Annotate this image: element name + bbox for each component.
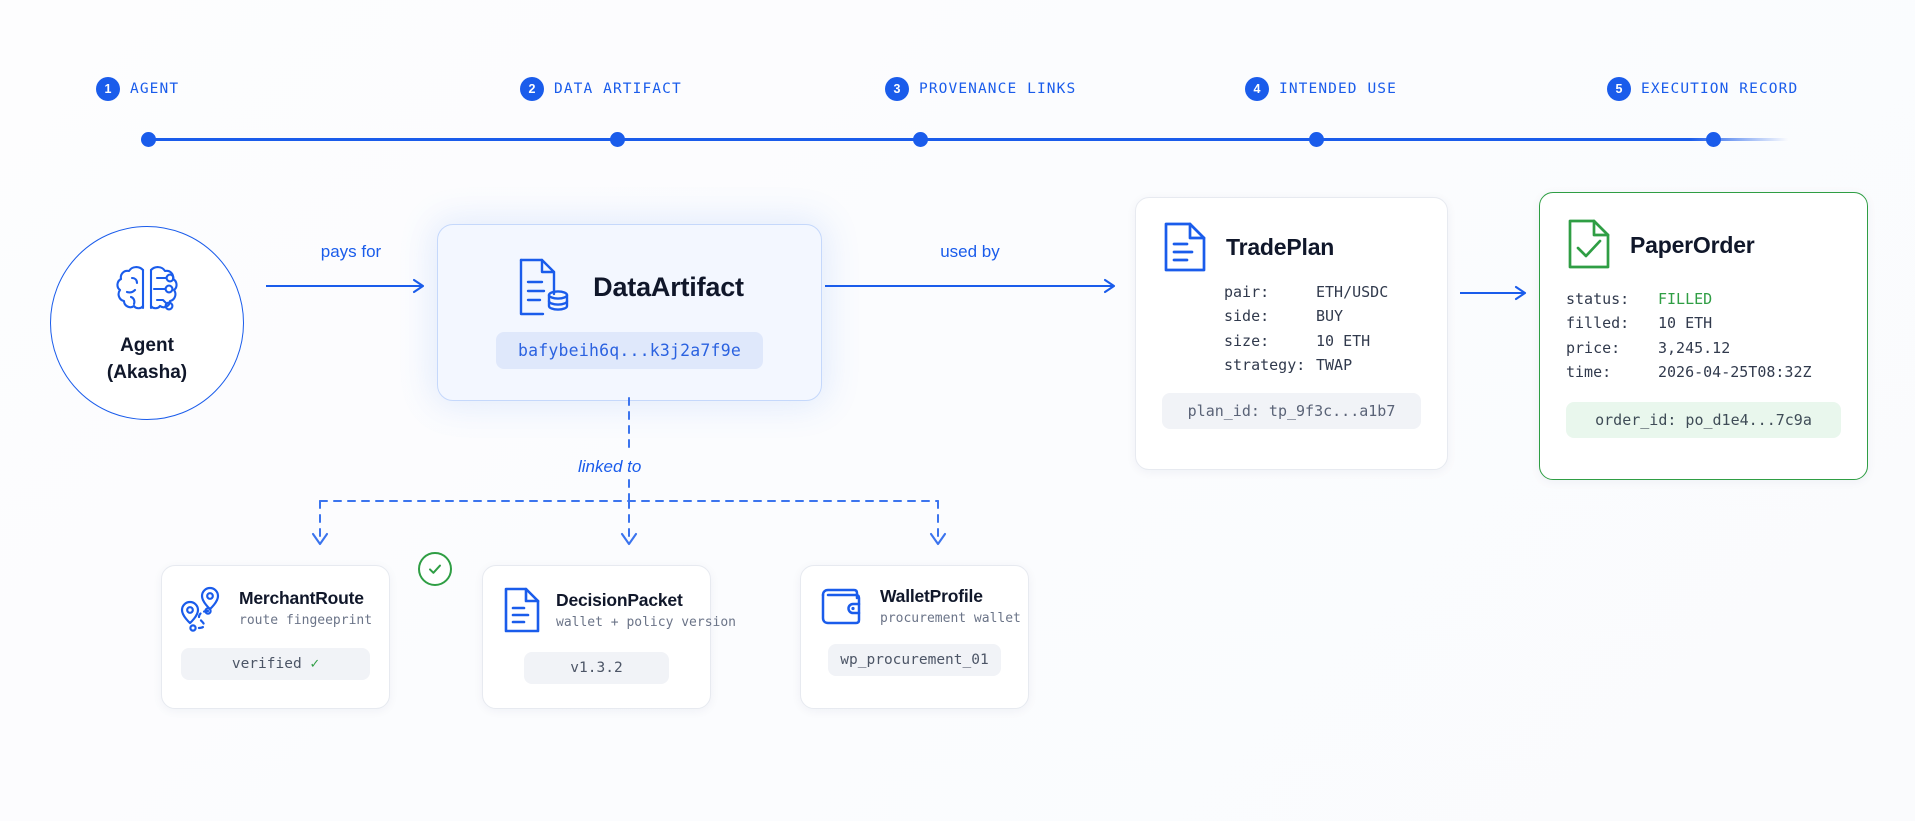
document-check-icon bbox=[1566, 217, 1612, 273]
field-key: price: bbox=[1566, 338, 1621, 357]
field-key: strategy: bbox=[1224, 355, 1306, 374]
arrow-right-icon bbox=[1460, 285, 1527, 301]
step-label-text: DATA ARTIFACT bbox=[554, 81, 682, 97]
provenance-card-title: DecisionPacket bbox=[556, 590, 683, 611]
linked-to-connectors bbox=[300, 397, 960, 553]
field-value: FILLED bbox=[1658, 290, 1713, 308]
agent-subtitle: (Akasha) bbox=[106, 362, 188, 383]
edge-label-used-by: used by bbox=[940, 242, 1000, 261]
document-lines-icon bbox=[502, 586, 542, 634]
map-route-pins-icon bbox=[180, 586, 225, 632]
field-row: size: 10 ETH bbox=[1224, 329, 1421, 353]
step-label-text: INTENDED USE bbox=[1279, 81, 1397, 97]
timeline-step-1[interactable]: 1 AGENT bbox=[96, 77, 179, 101]
provenance-card-title: WalletProfile bbox=[880, 586, 983, 607]
step-number-badge: 5 bbox=[1607, 77, 1631, 101]
field-value: 3,245.12 bbox=[1658, 338, 1731, 357]
field-value: 10 ETH bbox=[1658, 314, 1713, 333]
provenance-card-chip[interactable]: v1.3.2 bbox=[524, 652, 669, 684]
step-number-badge: 4 bbox=[1245, 77, 1269, 101]
field-value: ETH/USDC bbox=[1316, 283, 1389, 301]
check-circle-badge bbox=[418, 552, 452, 586]
chip-text: wp_procurement_01 bbox=[840, 652, 989, 668]
document-database-icon bbox=[515, 256, 571, 318]
data-artifact-cid-chip[interactable]: bafybeih6q...k3j2a7f9e bbox=[496, 332, 763, 369]
field-row: pair: ETH/USDC bbox=[1224, 280, 1421, 304]
field-key: filled: bbox=[1566, 314, 1630, 333]
field-key: time: bbox=[1566, 362, 1612, 381]
timeline-step-3[interactable]: 3 PROVENANCE LINKS bbox=[885, 77, 1076, 101]
provenance-card-merchant-route[interactable]: MerchantRoute route fingeeprint verified… bbox=[161, 565, 390, 709]
provenance-card-subtitle: route fingeeprint bbox=[239, 612, 373, 628]
field-value: BUY bbox=[1316, 307, 1344, 326]
edge-used-by: used by bbox=[825, 242, 1125, 294]
field-row: strategy: TWAP bbox=[1224, 353, 1421, 377]
field-row: status: FILLED bbox=[1566, 287, 1841, 311]
provenance-card-chip[interactable]: verified ✓ bbox=[181, 648, 370, 680]
edge-label-linked-to: linked to bbox=[578, 457, 642, 476]
timeline-dot-2[interactable] bbox=[609, 132, 625, 147]
arrow-right-icon bbox=[266, 278, 425, 294]
field-row: side: BUY bbox=[1224, 304, 1421, 328]
chip-text: verified bbox=[231, 656, 302, 672]
field-row: filled: 10 ETH bbox=[1566, 311, 1841, 335]
provenance-card-subtitle: procurement wallet bbox=[880, 610, 1021, 626]
timeline-dot-1[interactable] bbox=[140, 132, 156, 147]
data-artifact-title: DataArtifact bbox=[593, 271, 744, 302]
check-icon: ✓ bbox=[310, 656, 320, 672]
document-lines-icon bbox=[1162, 220, 1208, 274]
data-artifact-node[interactable]: DataArtifact bafybeih6q...k3j2a7f9e bbox=[437, 224, 822, 401]
arrow-right-icon bbox=[825, 278, 1116, 294]
provenance-card-wallet-profile[interactable]: WalletProfile procurement wallet wp_proc… bbox=[800, 565, 1029, 709]
agent-name: Agent bbox=[120, 334, 174, 356]
field-value: 2026-04-25T08:32Z bbox=[1658, 362, 1812, 381]
paper-order-card[interactable]: PaperOrder status: FILLED filled: 10 ETH… bbox=[1539, 192, 1868, 480]
provenance-card-title: MerchantRoute bbox=[239, 588, 364, 609]
timeline-step-4[interactable]: 4 INTENDED USE bbox=[1245, 77, 1397, 101]
step-number-badge: 1 bbox=[96, 77, 120, 101]
edge-trade-to-order bbox=[1460, 285, 1536, 301]
field-key: size: bbox=[1224, 331, 1270, 350]
agent-node[interactable]: Agent (Akasha) bbox=[50, 226, 244, 420]
trade-plan-id-chip[interactable]: plan_id: tp_9f3c...a1b7 bbox=[1162, 393, 1421, 430]
edge-pays-for: pays for bbox=[266, 242, 432, 294]
field-value: TWAP bbox=[1316, 355, 1353, 374]
provenance-timeline: 1 AGENT 2 DATA ARTIFACT 3 PROVENANCE LIN… bbox=[0, 0, 1915, 160]
timeline-dot-5[interactable] bbox=[1705, 132, 1721, 147]
paper-order-title: PaperOrder bbox=[1630, 231, 1755, 258]
step-label-text: EXECUTION RECORD bbox=[1641, 81, 1799, 97]
step-label-text: AGENT bbox=[130, 81, 180, 97]
field-row: price: 3,245.12 bbox=[1566, 336, 1841, 360]
timeline-step-2[interactable]: 2 DATA ARTIFACT bbox=[520, 77, 682, 101]
timeline-dot-3[interactable] bbox=[912, 132, 928, 147]
field-key: pair: bbox=[1224, 283, 1270, 301]
provenance-card-subtitle: wallet + policy version bbox=[556, 614, 737, 630]
edge-label-pays-for: pays for bbox=[320, 242, 382, 261]
brain-circuit-icon bbox=[110, 262, 184, 324]
trade-plan-title: TradePlan bbox=[1226, 233, 1335, 260]
wallet-icon bbox=[820, 586, 866, 626]
field-key: status: bbox=[1566, 290, 1630, 308]
timeline-step-5[interactable]: 5 EXECUTION RECORD bbox=[1607, 77, 1798, 101]
field-value: 10 ETH bbox=[1316, 331, 1371, 350]
chip-text: v1.3.2 bbox=[570, 660, 623, 676]
step-number-badge: 2 bbox=[520, 77, 544, 101]
paper-order-id-chip[interactable]: order_id: po_d1e4...7c9a bbox=[1566, 402, 1841, 439]
paper-order-fields: status: FILLED filled: 10 ETH price: 3,2… bbox=[1566, 287, 1841, 384]
provenance-card-chip[interactable]: wp_procurement_01 bbox=[828, 644, 1001, 676]
timeline-rail bbox=[148, 138, 1788, 141]
field-key: side: bbox=[1224, 307, 1270, 326]
trade-plan-card[interactable]: TradePlan pair: ETH/USDC side: BUY size:… bbox=[1135, 197, 1448, 470]
provenance-card-decision-packet[interactable]: DecisionPacket wallet + policy version v… bbox=[482, 565, 736, 709]
timeline-dot-4[interactable] bbox=[1308, 132, 1324, 147]
step-label-text: PROVENANCE LINKS bbox=[919, 81, 1077, 97]
step-number-badge: 3 bbox=[885, 77, 909, 101]
trade-plan-fields: pair: ETH/USDC side: BUY size: 10 ETH st… bbox=[1224, 280, 1421, 377]
field-row: time: 2026-04-25T08:32Z bbox=[1566, 360, 1841, 384]
